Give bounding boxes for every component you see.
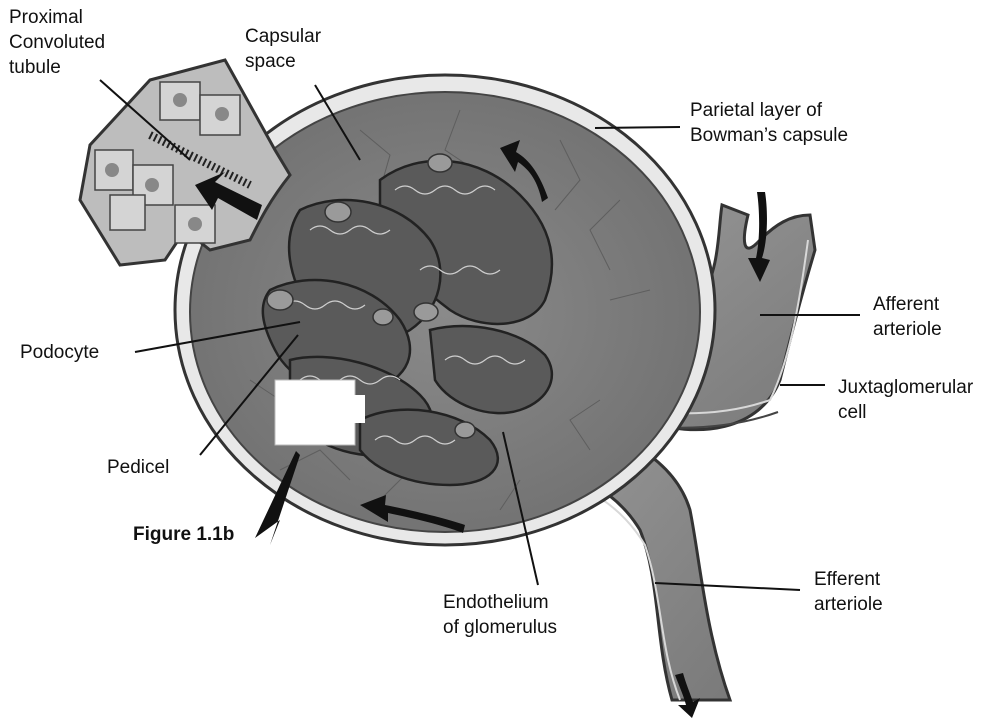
label-proximal-convoluted-tubule: Proximal Convoluted tubule <box>9 5 105 80</box>
label-endothelium: Endothelium of glomerulus <box>443 590 557 640</box>
label-figure-reference: Figure 1.1b <box>133 522 234 547</box>
label-line: Parietal layer of <box>690 98 848 123</box>
label-line: cell <box>838 400 973 425</box>
label-line: Efferent <box>814 567 883 592</box>
label-parietal-layer: Parietal layer of Bowman’s capsule <box>690 98 848 148</box>
label-line: Afferent <box>873 292 942 317</box>
label-capsular-space: Capsular space <box>245 24 321 74</box>
label-line: space <box>245 49 321 74</box>
label-afferent-arteriole: Afferent arteriole <box>873 292 942 342</box>
label-line: Juxtaglomerular <box>838 375 973 400</box>
label-line: Bowman’s capsule <box>690 123 848 148</box>
label-line: of glomerulus <box>443 615 557 640</box>
leader-parietal-layer <box>595 127 680 128</box>
label-efferent-arteriole: Efferent arteriole <box>814 567 883 617</box>
label-line: Capsular <box>245 24 321 49</box>
label-juxtaglomerular-cell: Juxtaglomerular cell <box>838 375 973 425</box>
label-line: Convoluted <box>9 30 105 55</box>
label-podocyte: Podocyte <box>20 340 99 365</box>
label-pedicel: Pedicel <box>107 455 169 480</box>
label-line: arteriole <box>873 317 942 342</box>
label-line: tubule <box>9 55 105 80</box>
label-line: Endothelium <box>443 590 557 615</box>
label-line: arteriole <box>814 592 883 617</box>
label-line: Proximal <box>9 5 105 30</box>
